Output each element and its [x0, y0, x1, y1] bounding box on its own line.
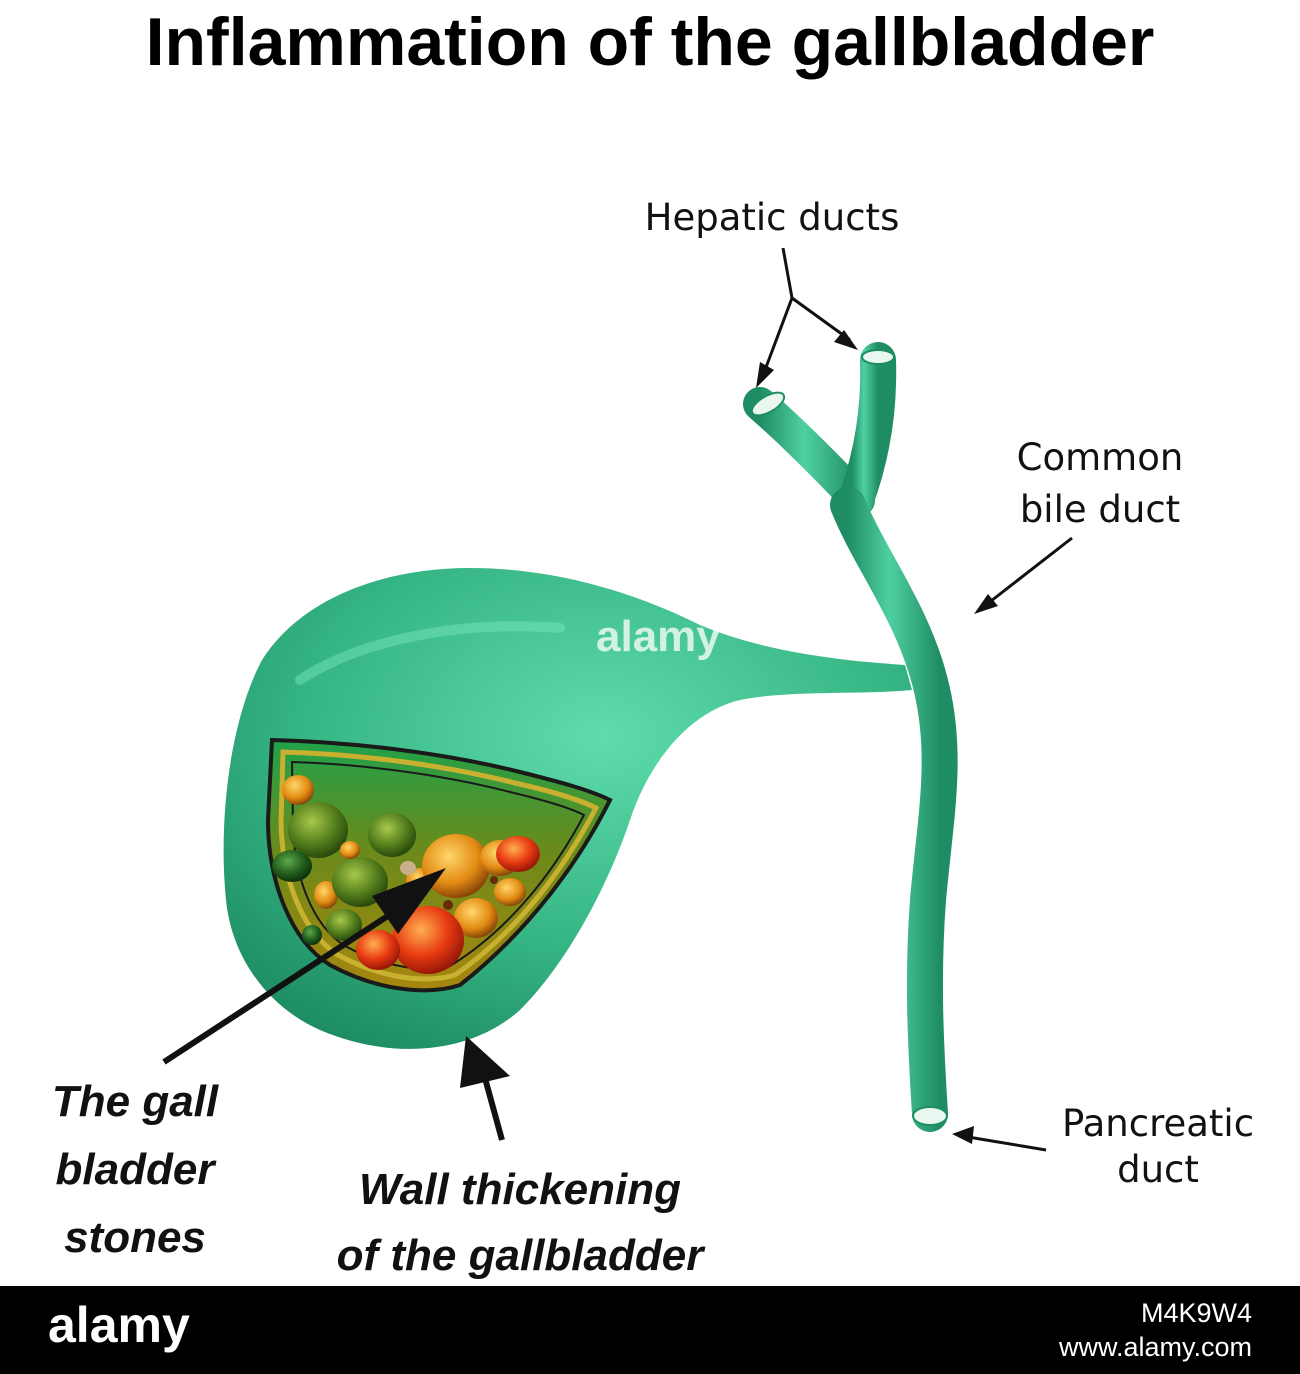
label-stones-line1: The gall — [51, 1077, 219, 1126]
footer-logo: alamy — [48, 1297, 190, 1353]
common-bile-duct — [830, 487, 958, 1132]
gallstones — [272, 775, 540, 974]
label-pancreatic-duct-line1: Pancreatic — [1061, 1102, 1255, 1145]
footer-site: www.alamy.com — [1058, 1332, 1252, 1362]
label-wall-thickening-line1: Wall thickening — [359, 1165, 681, 1214]
label-common-bile-duct-line1: Common — [1016, 436, 1184, 479]
gallbladder-diagram — [162, 247, 1073, 1152]
label-stones-line3: stones — [64, 1213, 206, 1262]
pointer-arrows — [162, 247, 1073, 1152]
hepatic-ducts — [743, 342, 897, 528]
page-title: Inflammation of the gallbladder — [145, 4, 1155, 80]
label-wall-thickening-line2: of the gallbladder — [336, 1231, 704, 1280]
label-hepatic-ducts: Hepatic ducts — [644, 196, 900, 239]
label-pancreatic-duct-line2: duct — [1117, 1148, 1199, 1191]
label-common-bile-duct-line2: bile duct — [1019, 488, 1181, 531]
watermark: alamy — [596, 612, 721, 661]
label-stones-line2: bladder — [55, 1145, 215, 1194]
footer-image-id: M4K9W4 — [1140, 1298, 1252, 1328]
footer-image-info: M4K9W4 www.alamy.com — [1059, 1296, 1252, 1364]
footer-bar: alamy M4K9W4 www.alamy.com — [0, 1286, 1300, 1374]
